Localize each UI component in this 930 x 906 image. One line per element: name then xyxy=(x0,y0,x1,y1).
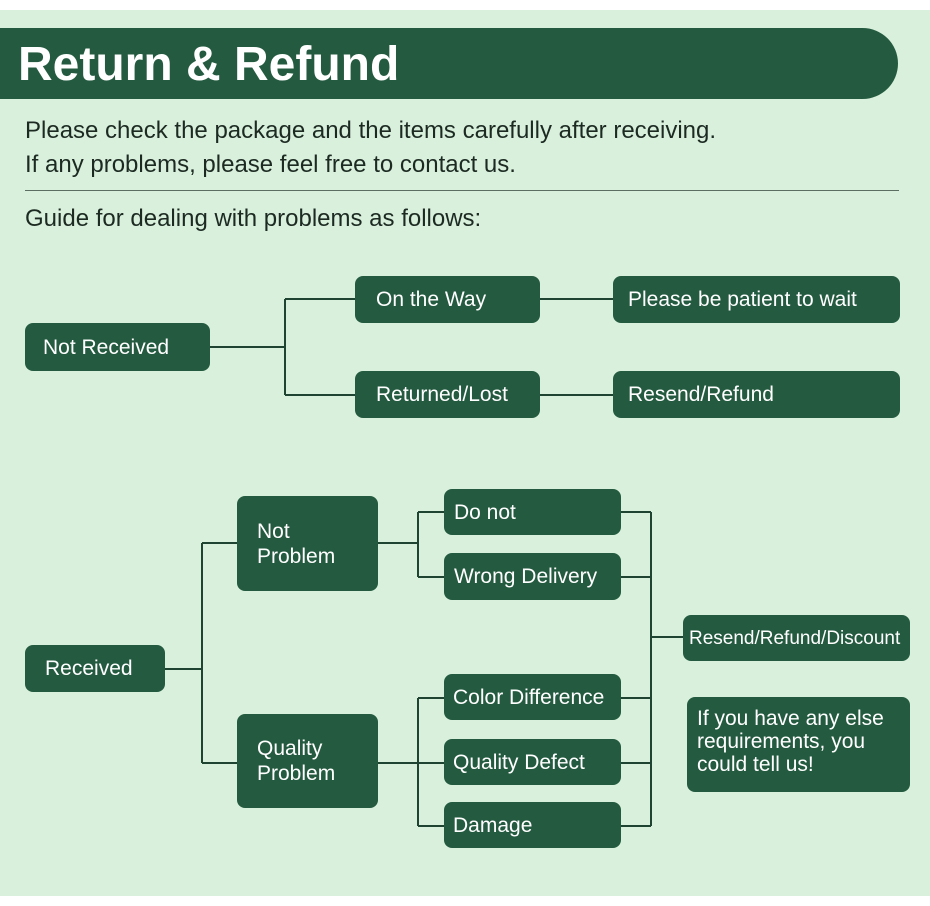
node-wrong-delivery: Wrong Delivery xyxy=(444,553,621,600)
node-please-be-patient: Please be patient to wait xyxy=(613,276,900,323)
node-not-problem: Not Problem xyxy=(237,496,378,591)
node-quality-problem: Quality Problem xyxy=(237,714,378,808)
connector-quality-problem xyxy=(378,697,445,827)
page-title: Return & Refund xyxy=(18,38,400,91)
node-color-difference: Color Difference xyxy=(444,674,621,720)
header-banner xyxy=(0,28,898,99)
node-resend-refund-discount: Resend/Refund/Discount xyxy=(683,615,910,661)
node-do-not: Do not xyxy=(444,489,621,535)
connector-not-problem xyxy=(378,511,445,578)
connector-not-received xyxy=(210,298,356,396)
node-resend-refund: Resend/Refund xyxy=(613,371,900,418)
note-else-requirements: If you have any else requirements, you c… xyxy=(687,697,910,792)
node-on-the-way: On the Way xyxy=(355,276,540,323)
guide-heading: Guide for dealing with problems as follo… xyxy=(25,205,482,232)
intro-line-2: If any problems, please feel free to con… xyxy=(25,151,516,178)
connector-outcomes xyxy=(621,511,684,827)
node-not-received: Not Received xyxy=(25,323,210,371)
intro-line-1: Please check the package and the items c… xyxy=(25,117,717,144)
node-returned-lost: Returned/Lost xyxy=(355,371,540,418)
node-quality-defect: Quality Defect xyxy=(444,739,621,785)
divider xyxy=(25,190,899,191)
node-received: Received xyxy=(25,645,165,692)
node-damage: Damage xyxy=(444,802,621,848)
connector-received xyxy=(165,542,238,764)
